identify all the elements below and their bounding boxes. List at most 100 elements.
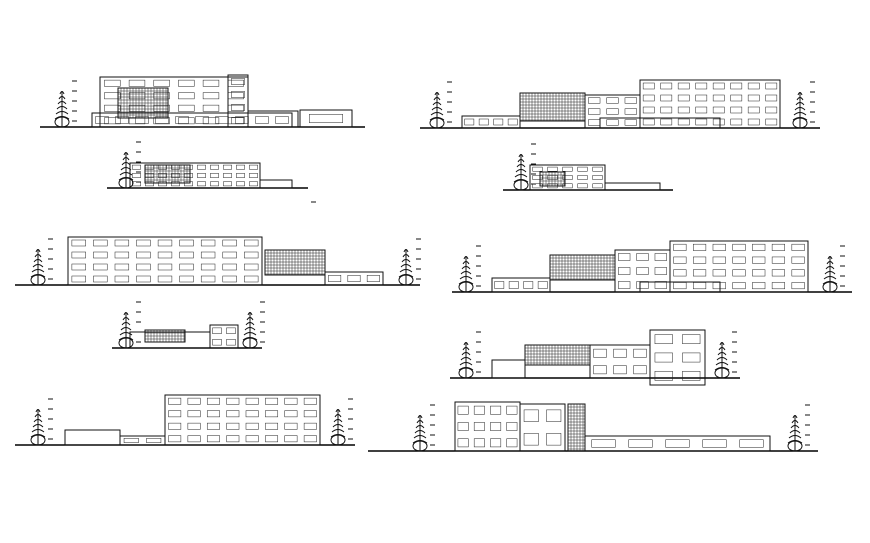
window <box>187 397 201 405</box>
tree-icon <box>330 409 346 446</box>
tree-icon <box>822 256 838 293</box>
window <box>179 275 194 283</box>
window <box>490 438 502 448</box>
window <box>577 175 588 180</box>
window <box>128 79 146 87</box>
window <box>178 92 195 100</box>
window <box>752 256 766 264</box>
window <box>245 397 259 405</box>
window <box>642 106 655 114</box>
window <box>212 339 222 346</box>
window <box>677 82 690 90</box>
window <box>712 82 725 90</box>
window <box>732 269 746 277</box>
window <box>654 253 667 261</box>
window <box>506 438 518 448</box>
tree-icon <box>787 415 803 452</box>
window <box>231 78 245 85</box>
window <box>158 173 167 178</box>
window <box>309 114 343 123</box>
tree-icon <box>398 249 414 286</box>
window <box>104 79 121 87</box>
building-block <box>599 117 721 129</box>
window <box>157 239 173 247</box>
building-elevation-7 <box>112 301 265 349</box>
window <box>226 410 240 418</box>
window <box>642 82 655 90</box>
window <box>562 166 573 172</box>
window <box>223 181 232 187</box>
window <box>202 104 220 112</box>
window <box>71 239 86 247</box>
window <box>175 116 189 124</box>
window <box>695 118 708 126</box>
building-block <box>299 109 353 128</box>
window <box>730 94 743 102</box>
window <box>660 82 673 90</box>
window <box>665 439 690 448</box>
building-block <box>491 359 526 379</box>
window <box>682 371 701 381</box>
window <box>712 243 726 251</box>
window <box>508 281 519 289</box>
window <box>236 181 245 187</box>
window <box>226 397 240 405</box>
window <box>93 251 108 259</box>
window <box>244 275 259 283</box>
window <box>157 275 173 283</box>
window <box>226 435 240 443</box>
building-elevation-8 <box>450 329 740 386</box>
building-block <box>639 79 781 129</box>
window <box>588 108 601 115</box>
building-block <box>649 329 706 386</box>
window <box>128 92 146 100</box>
window <box>184 164 193 170</box>
window <box>682 352 701 363</box>
window <box>93 263 108 271</box>
window <box>265 435 279 443</box>
window <box>187 410 201 418</box>
building-block <box>227 74 249 128</box>
window <box>104 104 121 112</box>
window <box>712 282 726 290</box>
window <box>206 435 220 443</box>
window <box>677 118 690 126</box>
window <box>591 439 616 448</box>
window <box>215 116 229 124</box>
window <box>660 106 673 114</box>
building-block <box>209 324 239 349</box>
building-block <box>669 240 809 293</box>
window <box>328 275 342 282</box>
window <box>231 104 245 111</box>
tree-icon <box>458 256 474 293</box>
window <box>523 281 534 289</box>
window <box>202 92 220 100</box>
window <box>673 269 687 277</box>
building-elevation-2 <box>420 79 820 129</box>
window <box>752 282 766 290</box>
window <box>752 269 766 277</box>
window <box>747 82 760 90</box>
window <box>464 118 475 126</box>
window <box>457 405 469 415</box>
window <box>747 118 760 126</box>
window <box>592 175 603 180</box>
window <box>265 422 279 430</box>
window <box>490 422 502 431</box>
window <box>712 256 726 264</box>
window <box>158 181 167 187</box>
building-block <box>119 435 166 446</box>
window <box>490 405 502 415</box>
window <box>200 263 216 271</box>
window <box>532 175 543 180</box>
building-block <box>584 435 771 452</box>
tree-icon <box>792 92 808 129</box>
building-block <box>247 110 299 128</box>
window <box>249 173 258 178</box>
window <box>739 439 764 448</box>
window <box>303 410 317 418</box>
window <box>71 251 86 259</box>
building-elevation-4 <box>503 143 673 191</box>
window <box>136 251 151 259</box>
window <box>114 275 130 283</box>
